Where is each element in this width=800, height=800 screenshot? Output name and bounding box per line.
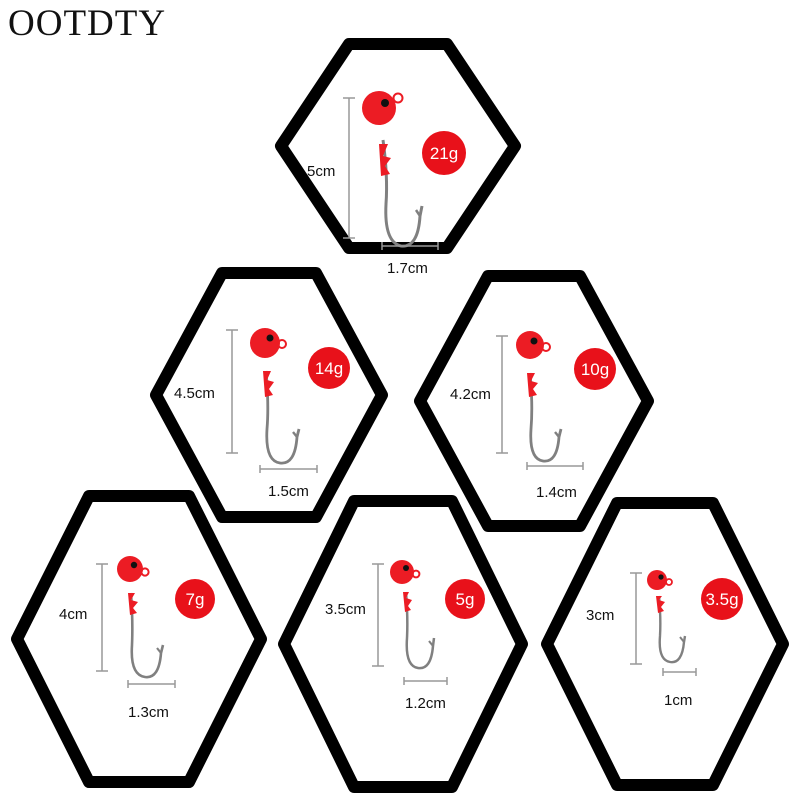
dimension-horizontal xyxy=(403,677,448,685)
width-label: 1.4cm xyxy=(536,484,577,501)
hexagon-frame xyxy=(278,495,528,793)
dimension-vertical xyxy=(96,563,108,672)
weight-badge xyxy=(574,348,616,390)
length-label: 5cm xyxy=(307,163,335,180)
length-label: 4.5cm xyxy=(174,385,215,402)
width-label: 1.5cm xyxy=(268,483,309,500)
hexagon-frame xyxy=(11,490,267,788)
weight-label: 14g xyxy=(315,359,343,378)
weight-badge xyxy=(445,579,485,619)
weight-badge xyxy=(701,578,743,620)
dimension-vertical xyxy=(226,329,238,454)
weight-badge xyxy=(308,347,350,389)
weight-label: 21g xyxy=(430,144,458,163)
jig-head-icon xyxy=(117,556,165,679)
jig-head-icon xyxy=(516,331,563,463)
lure-card: 3cm 1cm 3.5g xyxy=(541,497,789,791)
width-label: 1.2cm xyxy=(405,695,446,712)
width-label: 1.3cm xyxy=(128,704,169,721)
weight-label: 3.5g xyxy=(705,590,738,609)
width-label: 1.7cm xyxy=(387,260,428,277)
jig-head-icon xyxy=(390,560,436,670)
lure-card: 4cm 1.3cm 7g xyxy=(11,490,267,788)
brand-logo: OOTDTY xyxy=(8,3,167,44)
dimension-vertical xyxy=(630,572,642,665)
jig-head-icon xyxy=(362,91,424,248)
jig-head-icon xyxy=(250,328,301,465)
length-label: 3.5cm xyxy=(325,601,366,618)
dimension-horizontal xyxy=(662,668,697,676)
lure-card: 3.5cm 1.2cm 5g xyxy=(278,495,528,793)
dimension-horizontal xyxy=(127,680,176,688)
lure-card: 4.2cm 1.4cm 10g xyxy=(414,270,654,532)
weight-badge xyxy=(175,579,215,619)
dimension-horizontal xyxy=(381,242,439,250)
length-label: 4.2cm xyxy=(450,386,491,403)
weight-label: 10g xyxy=(581,360,609,379)
weight-label: 7g xyxy=(186,590,205,609)
width-label: 1cm xyxy=(664,692,692,709)
dimension-vertical xyxy=(496,335,508,454)
dimension-vertical xyxy=(343,97,355,239)
jig-head-icon xyxy=(647,570,687,664)
weight-label: 5g xyxy=(456,590,475,609)
length-label: 3cm xyxy=(586,607,614,624)
weight-badge xyxy=(422,131,466,175)
length-label: 4cm xyxy=(59,606,87,623)
hexagon-frame xyxy=(275,38,521,254)
dimension-horizontal xyxy=(259,465,318,473)
lure-card: 5cm 1.7cm 21g xyxy=(275,38,521,277)
dimension-vertical xyxy=(372,563,384,667)
dimension-horizontal xyxy=(526,462,584,470)
hexagon-frame xyxy=(541,497,789,791)
lure-card: 4.5cm 1.5cm 14g xyxy=(150,267,388,523)
hexagon-frame xyxy=(414,270,654,532)
